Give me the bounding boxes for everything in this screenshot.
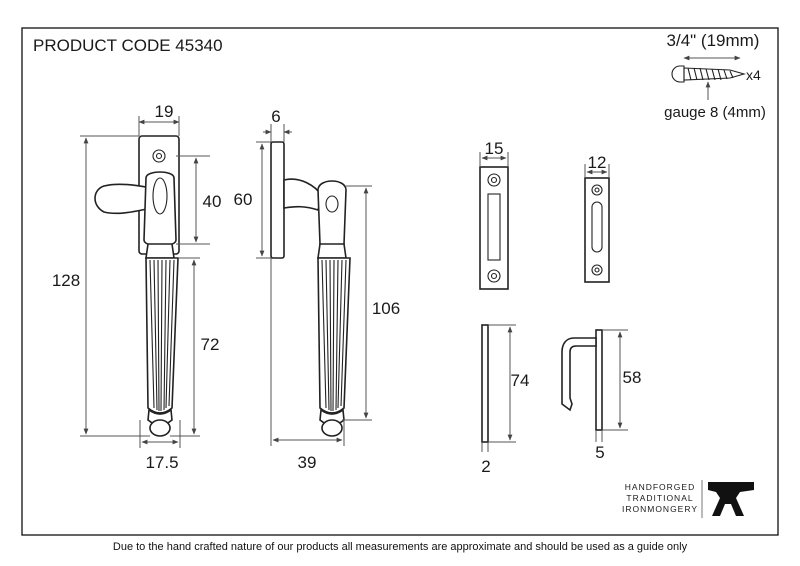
brand-logo: HANDFORGED TRADITIONAL IRONMONGERY (622, 480, 754, 518)
front-dimensions: 19 128 40 72 17.5 (52, 102, 222, 472)
dim-side-reach: 39 (298, 453, 317, 472)
side-dimensions: 6 60 106 39 (234, 107, 401, 472)
logo-line-2: TRADITIONAL (626, 493, 693, 503)
dim-keep-thickness: 2 (481, 457, 490, 476)
dim-keep-width: 15 (485, 139, 504, 158)
dim-side-depth: 6 (271, 107, 280, 126)
dim-front-width: 19 (155, 102, 174, 121)
keep-plate-front (479, 166, 509, 290)
dim-hook-height: 58 (623, 368, 642, 387)
handle-side-view (270, 141, 351, 437)
product-code: PRODUCT CODE 45340 (33, 36, 223, 55)
dim-keep2-width: 12 (588, 153, 607, 172)
footer-disclaimer: Due to the hand crafted nature of our pr… (112, 541, 688, 553)
screw-gauge-label: gauge 8 (4mm) (664, 104, 766, 121)
hook-keep-front (584, 177, 610, 283)
drawing-frame (21, 27, 779, 536)
dim-side-drop: 106 (372, 299, 400, 318)
dim-keep-height: 74 (511, 371, 530, 390)
logo-line-1: HANDFORGED (625, 482, 695, 492)
screw-icon (671, 65, 747, 83)
dim-grip-width: 17.5 (145, 453, 178, 472)
screw-quantity: x4 (746, 67, 761, 83)
screw-length-label: 3/4" (19mm) (667, 31, 760, 50)
dim-boss-height: 40 (203, 192, 222, 211)
dim-grip-length: 72 (201, 335, 220, 354)
screw-spec: 3/4" (19mm) x4 gauge 8 (4mm) (664, 31, 766, 121)
anvil-icon (708, 482, 754, 516)
hook-keep-side (561, 329, 603, 431)
dim-hook-thickness: 5 (595, 443, 604, 462)
handle-front-view (94, 135, 180, 437)
dim-side-plate-height: 60 (234, 190, 253, 209)
keep-plate-side (481, 324, 489, 443)
dim-front-height: 128 (52, 271, 80, 290)
logo-line-3: IRONMONGERY (622, 504, 698, 514)
